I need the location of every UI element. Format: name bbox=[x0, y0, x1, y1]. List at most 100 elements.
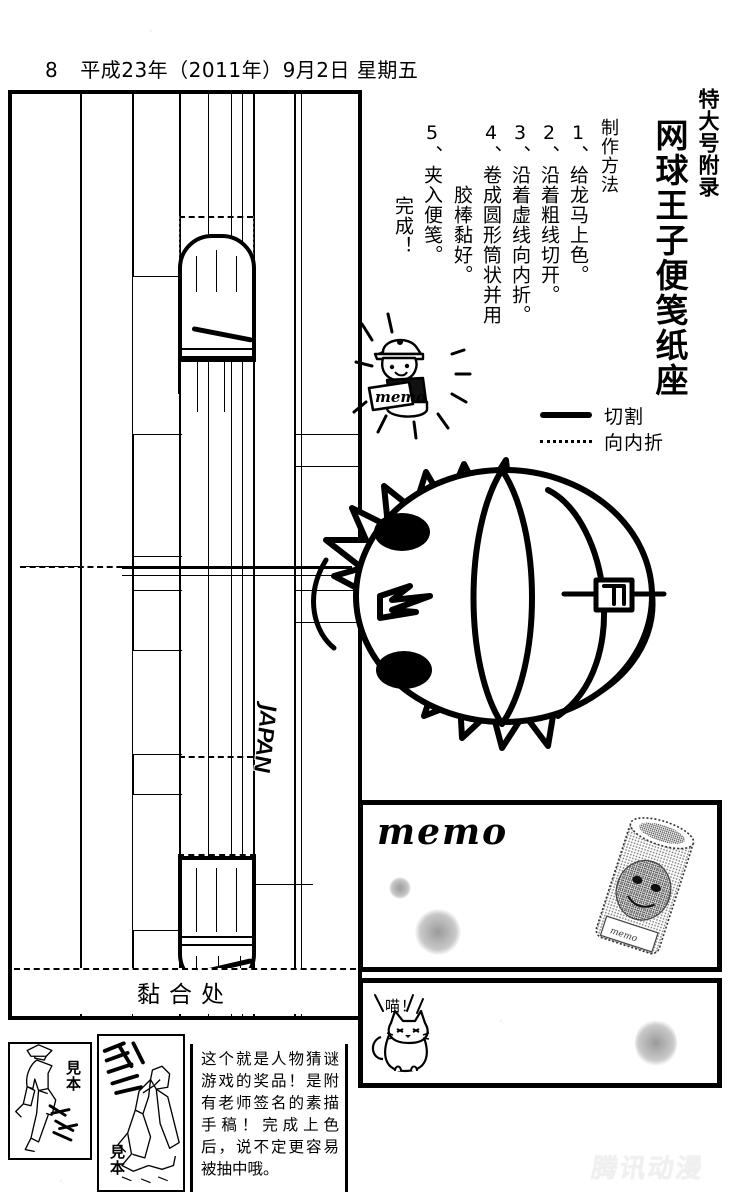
cut-line-vertical bbox=[132, 434, 134, 556]
cut-line-horizontal bbox=[132, 650, 182, 651]
appendix-badge: 特大号附录 bbox=[696, 88, 720, 198]
tab-detail-line bbox=[216, 250, 217, 292]
step-3: 3、沿着虚线向内折。 bbox=[509, 122, 531, 325]
fold-line-vertical bbox=[242, 94, 243, 1016]
tab-rib bbox=[182, 348, 252, 350]
cut-line-vertical bbox=[132, 590, 134, 650]
step-4: 4、卷成圆形筒状并用 bbox=[480, 122, 502, 325]
howto-label: 制作方法 bbox=[598, 118, 619, 194]
step-2: 2、沿着粗线切开。 bbox=[538, 122, 560, 305]
tab-detail-line bbox=[216, 868, 217, 932]
sketch-b-art bbox=[102, 1041, 180, 1184]
cut-line-vertical bbox=[132, 930, 134, 974]
template-tab-bottom bbox=[178, 856, 256, 990]
template-tab-top bbox=[178, 234, 256, 362]
memo-slot-cut bbox=[122, 566, 352, 569]
ink-blob bbox=[415, 909, 461, 955]
ink-blob bbox=[635, 1019, 677, 1067]
memo-slot-cut bbox=[122, 575, 352, 576]
ink-blob bbox=[389, 877, 411, 899]
cut-line-vertical bbox=[132, 556, 134, 590]
cat-illustration bbox=[371, 1009, 430, 1073]
cut-line-horizontal bbox=[132, 556, 182, 557]
cat-panel: 喵！ bbox=[358, 978, 722, 1088]
page-number: 8 bbox=[45, 58, 59, 82]
legend-cut-label: 切割 bbox=[604, 405, 645, 428]
cut-line-horizontal bbox=[132, 930, 182, 931]
sample-card-a: 見本 bbox=[8, 1042, 92, 1160]
paper-speckle bbox=[60, 1180, 62, 1182]
tab-rib bbox=[182, 944, 252, 946]
page-header: 8 平成23年（2011年）9月2日 星期五 bbox=[45, 55, 545, 85]
cut-line-icon bbox=[540, 412, 592, 418]
fold-line-dashed bbox=[253, 216, 254, 276]
tab-rib bbox=[182, 936, 252, 938]
finished-product-illustration: memo bbox=[595, 817, 695, 955]
fold-line-vertical bbox=[301, 94, 302, 1016]
template-linework: JAPAN 黏合处 bbox=[12, 94, 358, 1016]
tab-rib bbox=[182, 356, 252, 358]
burst-effect-icon bbox=[352, 312, 472, 440]
cut-line-horizontal bbox=[132, 434, 182, 435]
ryoma-chibi-head bbox=[311, 457, 667, 751]
sample-b-label: 見本 bbox=[108, 1144, 126, 1176]
tab-detail-line bbox=[236, 868, 237, 932]
cut-line-vertical bbox=[132, 94, 134, 276]
step-1: 1、给龙马上色。 bbox=[567, 122, 589, 285]
cat-sfx: 喵！ bbox=[385, 997, 418, 1015]
tab-detail-line bbox=[196, 868, 197, 932]
cat-sfx-lines-icon bbox=[374, 994, 424, 1014]
tab-detail-line bbox=[196, 256, 197, 292]
paper-speckle bbox=[500, 1020, 502, 1022]
cut-line-vertical bbox=[80, 94, 82, 1016]
fold-line-icon bbox=[540, 439, 592, 443]
mascot-memo-text: memo bbox=[375, 388, 426, 406]
paper-speckle bbox=[150, 30, 152, 32]
glue-label: 黏合处 bbox=[137, 982, 233, 1008]
cut-line-vertical bbox=[253, 358, 255, 394]
site-watermark: 腾讯动漫 bbox=[589, 1154, 706, 1184]
cut-line-vertical bbox=[294, 94, 296, 1016]
cut-line-horizontal bbox=[132, 590, 182, 591]
chibi-mascot-with-memo: memo bbox=[367, 338, 429, 418]
step-4-continued: 胶棒黏好。 bbox=[451, 185, 473, 285]
glue-strip: 黏合处 bbox=[14, 968, 356, 1014]
fold-line-dashed bbox=[179, 216, 253, 218]
papercraft-template: JAPAN 黏合处 bbox=[8, 90, 362, 1020]
sketch-a-art bbox=[15, 1044, 79, 1153]
header-date: 平成23年（2011年）9月2日 星期五 bbox=[80, 58, 419, 82]
legend-row-cut: 切割 bbox=[540, 402, 720, 428]
bottom-caption: 这个就是人物猜谜游戏的奖品！是附有老师签名的素描手稿！完成上色后，说不定更容易被… bbox=[190, 1044, 348, 1192]
sample-a-label: 見本 bbox=[64, 1060, 82, 1092]
cut-line-horizontal bbox=[253, 884, 313, 885]
cut-line-horizontal bbox=[294, 590, 358, 591]
fold-line-dashed bbox=[179, 216, 180, 276]
cut-line-vertical bbox=[179, 94, 181, 1016]
fold-line-vertical bbox=[197, 362, 198, 412]
fold-line-dashed bbox=[178, 854, 256, 856]
appendix-title: 网球王子便笺纸座 bbox=[650, 118, 689, 398]
tab-cut-stroke bbox=[191, 326, 254, 343]
fold-line-vertical bbox=[208, 94, 209, 1016]
fold-line-vertical bbox=[231, 94, 232, 1016]
legend-fold-label: 向内折 bbox=[604, 431, 665, 454]
cut-line-vertical bbox=[178, 358, 180, 394]
memo-heading: memo bbox=[377, 811, 509, 853]
fold-line-vertical bbox=[224, 362, 225, 412]
cut-line-horizontal bbox=[132, 754, 182, 755]
cut-line-horizontal bbox=[132, 794, 182, 795]
legend: 切割 向内折 bbox=[540, 402, 720, 454]
fold-line-dashed bbox=[20, 566, 132, 568]
step-complete: 完成！ bbox=[392, 196, 414, 256]
fold-line-dashed bbox=[179, 756, 253, 758]
sample-card-b: 見本 bbox=[97, 1034, 185, 1192]
cut-line-horizontal bbox=[294, 434, 358, 435]
step-5: 5、夹入便笺。 bbox=[421, 122, 443, 265]
tab-detail-line bbox=[236, 256, 237, 292]
legend-row-fold: 向内折 bbox=[540, 428, 720, 454]
cut-line-vertical bbox=[253, 94, 255, 1016]
memo-panel: memo bbox=[358, 800, 722, 972]
cut-line-horizontal bbox=[132, 276, 182, 277]
cut-line-horizontal bbox=[294, 622, 358, 623]
